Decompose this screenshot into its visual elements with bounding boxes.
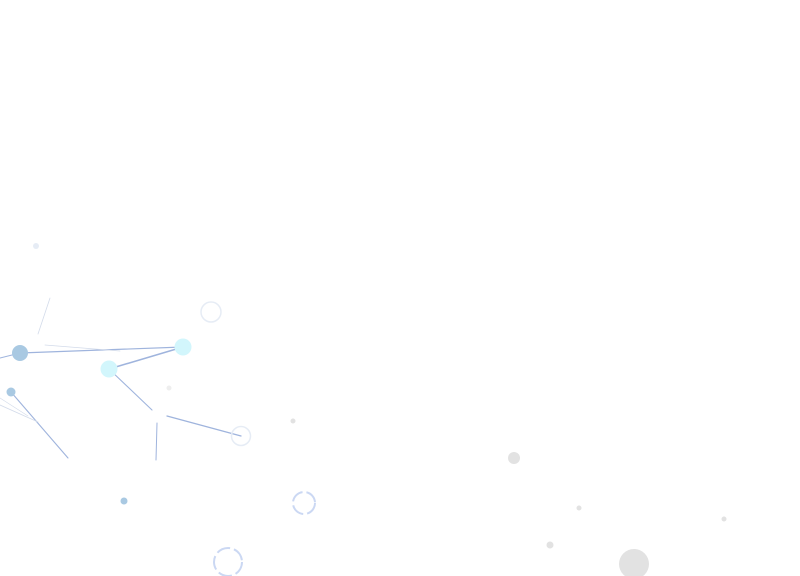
- particle-node: [290, 418, 296, 424]
- connection-line: [166, 415, 242, 437]
- particle-node: [619, 549, 649, 576]
- particle-node: [174, 338, 192, 356]
- connection-line: [37, 297, 51, 335]
- connection-line: [0, 397, 29, 417]
- connection-line: [0, 404, 39, 423]
- particle-node: [292, 491, 316, 515]
- particle-node: [721, 516, 727, 522]
- particle-node: [508, 452, 520, 464]
- particle-nodes: [6, 243, 727, 576]
- particle-node: [213, 547, 243, 576]
- particle-node: [33, 243, 39, 249]
- connection-line: [108, 368, 153, 411]
- particle-node: [120, 497, 128, 505]
- connection-line: [19, 346, 184, 354]
- particle-node: [200, 301, 222, 323]
- connection-line: [10, 391, 69, 459]
- connection-lines: [0, 297, 242, 461]
- particle-node: [230, 425, 252, 447]
- connection-line: [155, 422, 158, 461]
- particle-node: [576, 505, 582, 511]
- connection-line: [44, 344, 121, 352]
- particle-node: [166, 385, 172, 391]
- particle-node: [100, 360, 118, 378]
- connection-line: [108, 346, 184, 370]
- particle-node: [546, 541, 554, 549]
- particle-node: [12, 345, 28, 361]
- particle-node: [6, 387, 16, 397]
